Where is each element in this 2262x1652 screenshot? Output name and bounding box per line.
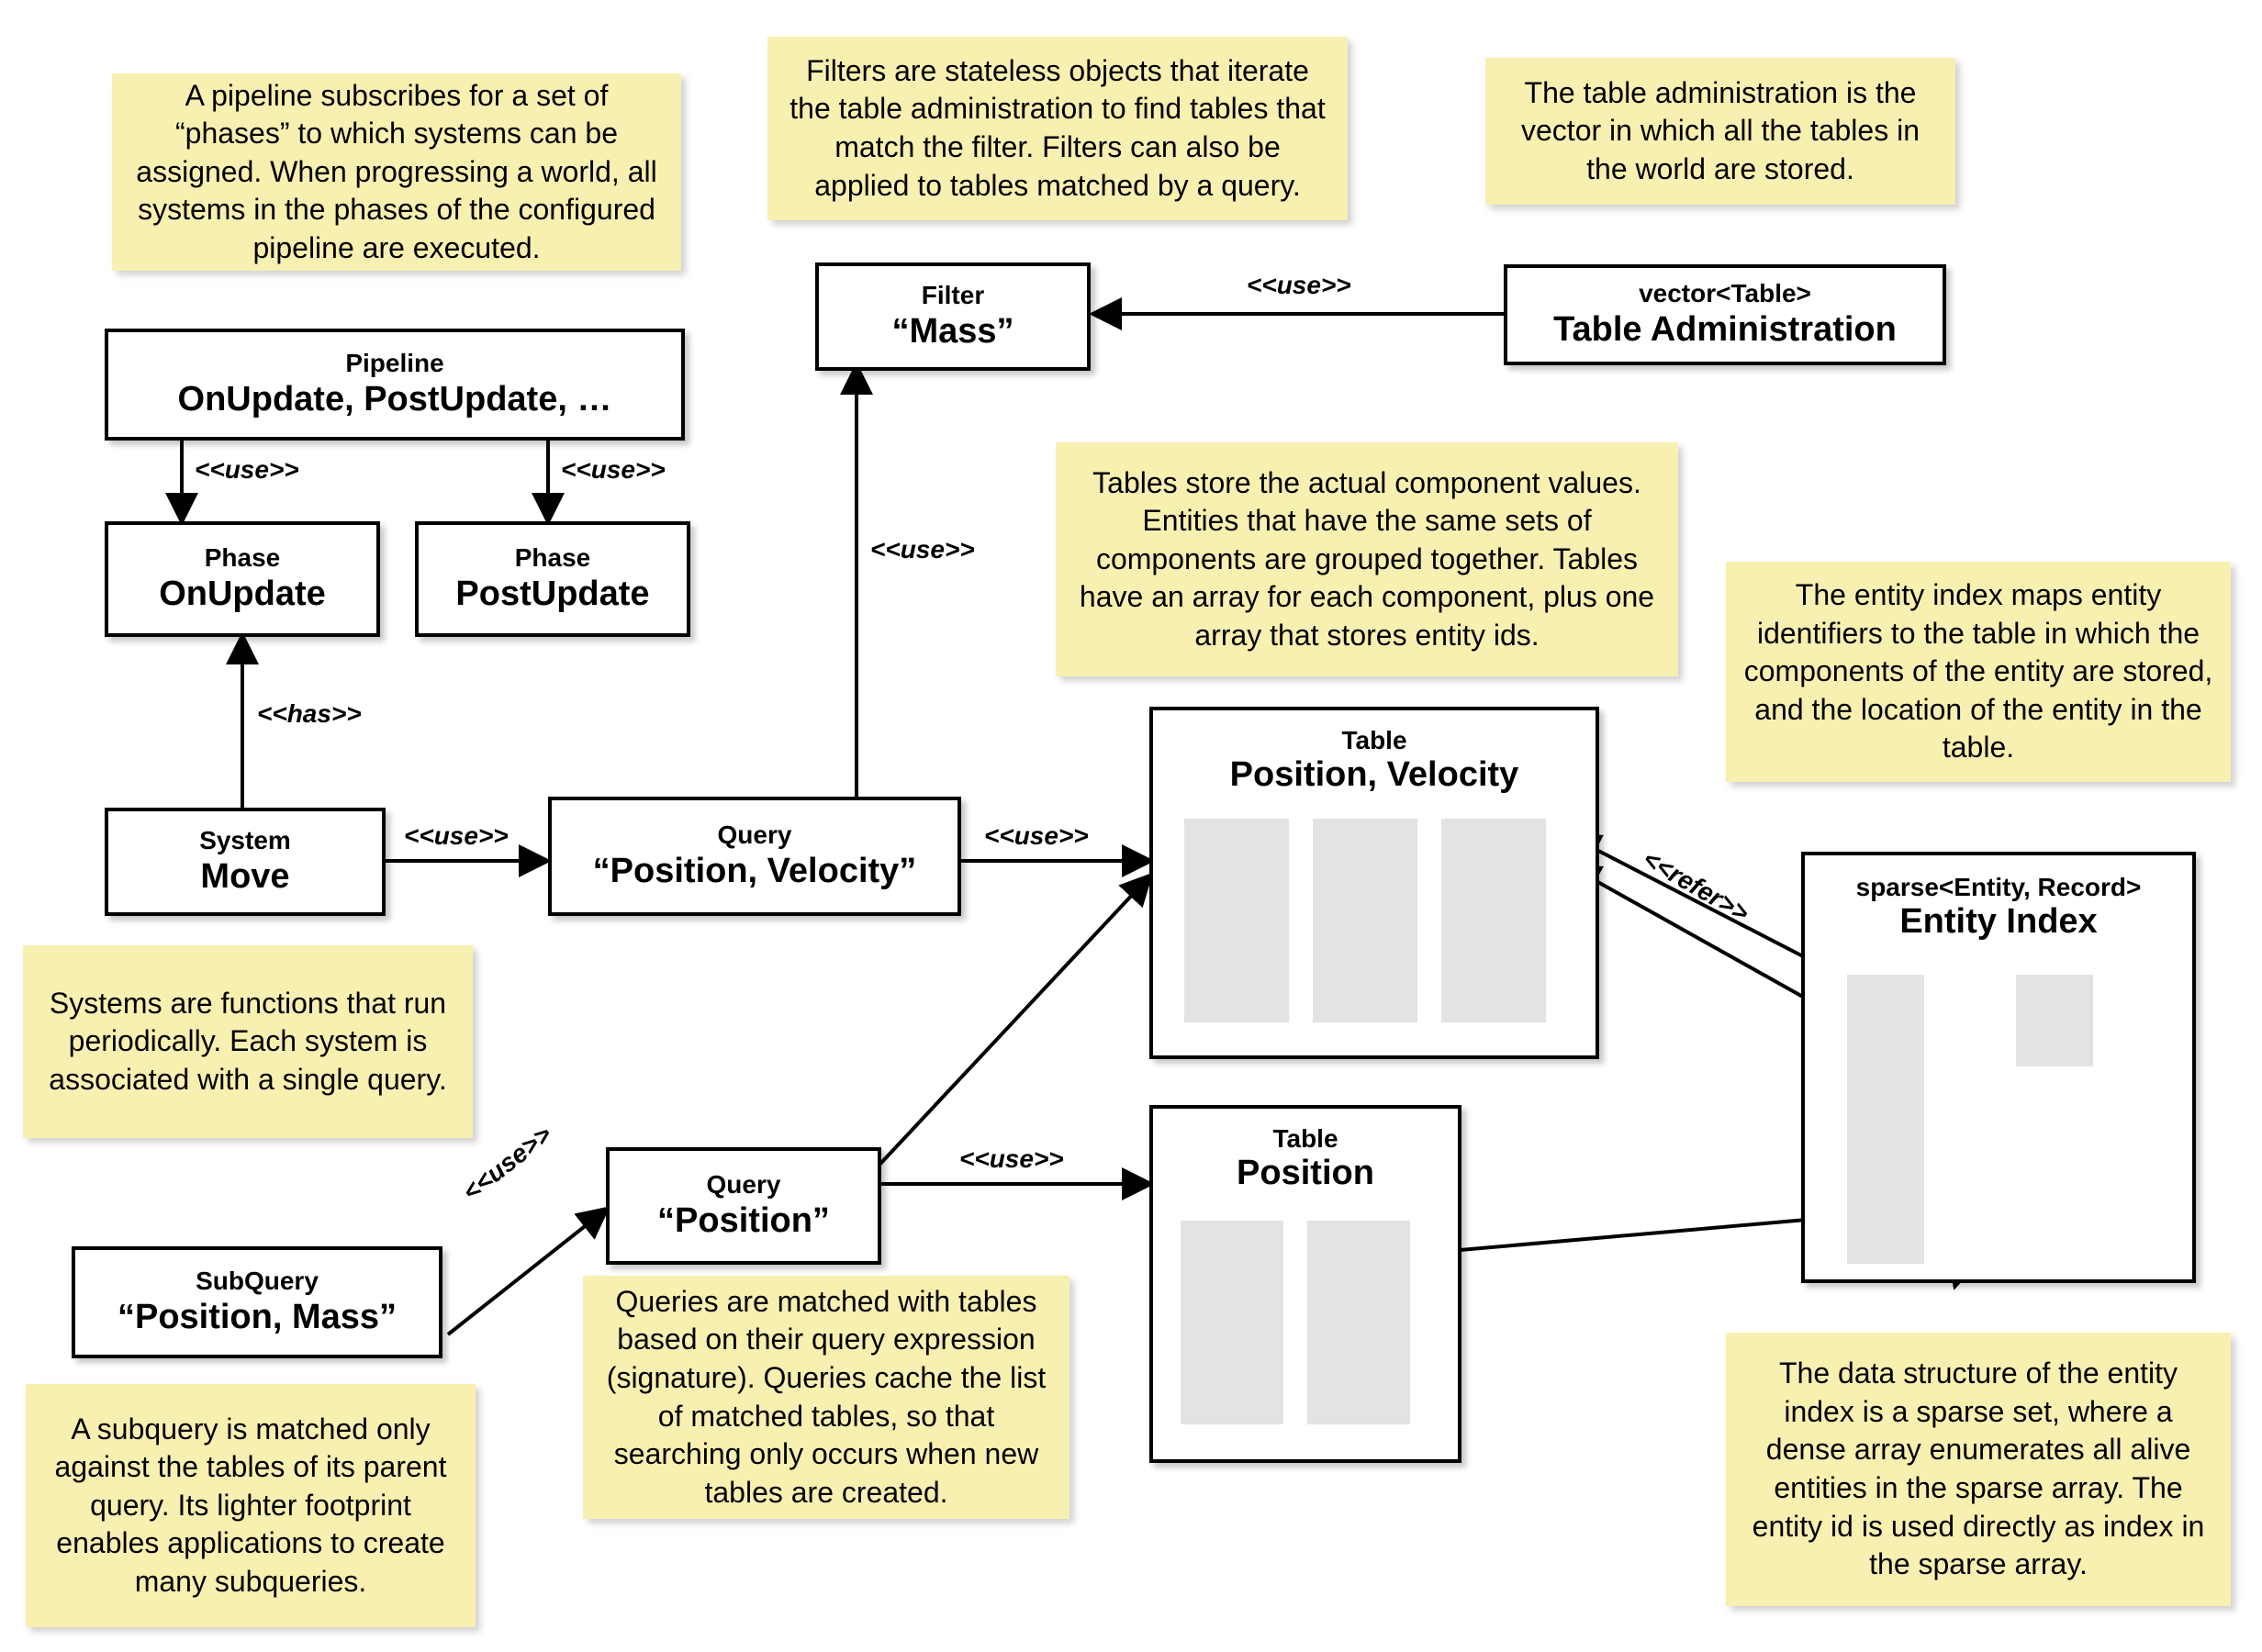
- box-query-position-velocity-stereotype: Query: [717, 820, 792, 850]
- box-query-position-velocity[interactable]: Query “Position, Velocity”: [548, 797, 961, 916]
- box-query-position[interactable]: Query “Position”: [606, 1147, 881, 1265]
- note-tables: Tables store the actual component values…: [1056, 442, 1678, 676]
- edge-label-pipeline-onupdate: <<use>>: [195, 455, 299, 484]
- note-table-administration: The table administration is the vector i…: [1485, 58, 1955, 205]
- note-sparse-set: The data structure of the entity index i…: [1726, 1333, 2231, 1606]
- box-subquery-stereotype: SubQuery: [196, 1267, 319, 1296]
- edge-label-queryp-tablep: <<use>>: [959, 1144, 1064, 1173]
- note-systems: Systems are functions that run periodica…: [23, 945, 473, 1138]
- box-entity-index-stereotype: sparse<Entity, Record>: [1855, 873, 2142, 901]
- box-phase-onupdate-name: OnUpdate: [159, 575, 326, 614]
- box-table-position[interactable]: Table Position: [1149, 1105, 1461, 1463]
- box-query-position-velocity-name: “Position, Velocity”: [592, 852, 917, 891]
- box-phase-postupdate-name: PostUpdate: [455, 575, 650, 614]
- edge-label-system-query: <<use>>: [404, 821, 509, 850]
- edge-label-pipeline-postupdate: <<use>>: [561, 455, 666, 484]
- box-filter-mass-name: “Mass”: [891, 312, 1014, 352]
- edge-label-query-filter: <<use>>: [870, 535, 975, 564]
- box-pipeline[interactable]: Pipeline OnUpdate, PostUpdate, …: [105, 329, 685, 441]
- box-entity-index-header: sparse<Entity, Record> Entity Index: [1805, 873, 2192, 942]
- box-table-position-stereotype: Table: [1272, 1124, 1338, 1153]
- box-phase-postupdate-stereotype: Phase: [514, 543, 591, 573]
- edge-label-querypv-tablepv: <<use>>: [984, 821, 1089, 850]
- dense-array-column: [2016, 975, 2093, 1066]
- box-table-position-velocity-name: Position, Velocity: [1229, 754, 1519, 794]
- note-pipeline: A pipeline subscribes for a set of “phas…: [112, 73, 681, 271]
- box-phase-postupdate[interactable]: Phase PostUpdate: [415, 521, 690, 637]
- box-subquery-name: “Position, Mass”: [117, 1298, 398, 1337]
- box-filter-mass-stereotype: Filter: [921, 281, 985, 310]
- edge-label-entityindex-refer: <<refer>>: [1638, 844, 1754, 928]
- box-pipeline-name: OnUpdate, PostUpdate, …: [177, 380, 612, 419]
- box-pipeline-stereotype: Pipeline: [345, 349, 444, 378]
- box-table-position-velocity-stereotype: Table: [1341, 726, 1407, 754]
- box-entity-index[interactable]: sparse<Entity, Record> Entity Index: [1801, 852, 2196, 1283]
- note-queries: Queries are matched with tables based on…: [583, 1276, 1069, 1519]
- box-table-administration-name: Table Administration: [1553, 310, 1897, 350]
- edge-queryp-tablepv: [879, 872, 1154, 1166]
- note-entity-index: The entity index maps entity identifiers…: [1726, 562, 2231, 782]
- box-table-position-name: Position: [1237, 1153, 1374, 1192]
- box-table-position-header: Table Position: [1153, 1124, 1458, 1193]
- box-query-position-stereotype: Query: [706, 1170, 781, 1200]
- box-system-move[interactable]: System Move: [105, 808, 386, 916]
- box-query-position-name: “Position”: [657, 1201, 830, 1241]
- box-entity-index-name: Entity Index: [1899, 901, 2098, 941]
- edge-label-tableadmin-filter: <<use>>: [1247, 271, 1351, 299]
- box-subquery[interactable]: SubQuery “Position, Mass”: [72, 1246, 442, 1358]
- table-column: [1181, 1221, 1283, 1424]
- table-column: [1313, 819, 1417, 1022]
- box-table-administration-stereotype: vector<Table>: [1639, 279, 1811, 308]
- box-table-administration[interactable]: vector<Table> Table Administration: [1504, 264, 1946, 365]
- note-filter: Filters are stateless objects that itera…: [767, 37, 1348, 220]
- box-system-move-stereotype: System: [199, 826, 291, 855]
- table-column: [1184, 819, 1289, 1022]
- edge-label-system-phase: <<has>>: [257, 699, 362, 728]
- edge-entityindex-tablep: [1423, 1215, 1839, 1267]
- box-system-move-name: Move: [200, 857, 290, 897]
- note-subquery: A subquery is matched only against the t…: [26, 1384, 476, 1627]
- box-table-position-velocity[interactable]: Table Position, Velocity: [1149, 707, 1599, 1059]
- box-filter-mass[interactable]: Filter “Mass”: [815, 262, 1091, 371]
- box-phase-onupdate-stereotype: Phase: [204, 543, 281, 573]
- box-phase-onupdate[interactable]: Phase OnUpdate: [105, 521, 380, 637]
- table-column: [1441, 819, 1546, 1022]
- sparse-array-column: [1847, 975, 1924, 1264]
- table-column: [1307, 1221, 1410, 1424]
- box-table-position-velocity-header: Table Position, Velocity: [1153, 726, 1596, 795]
